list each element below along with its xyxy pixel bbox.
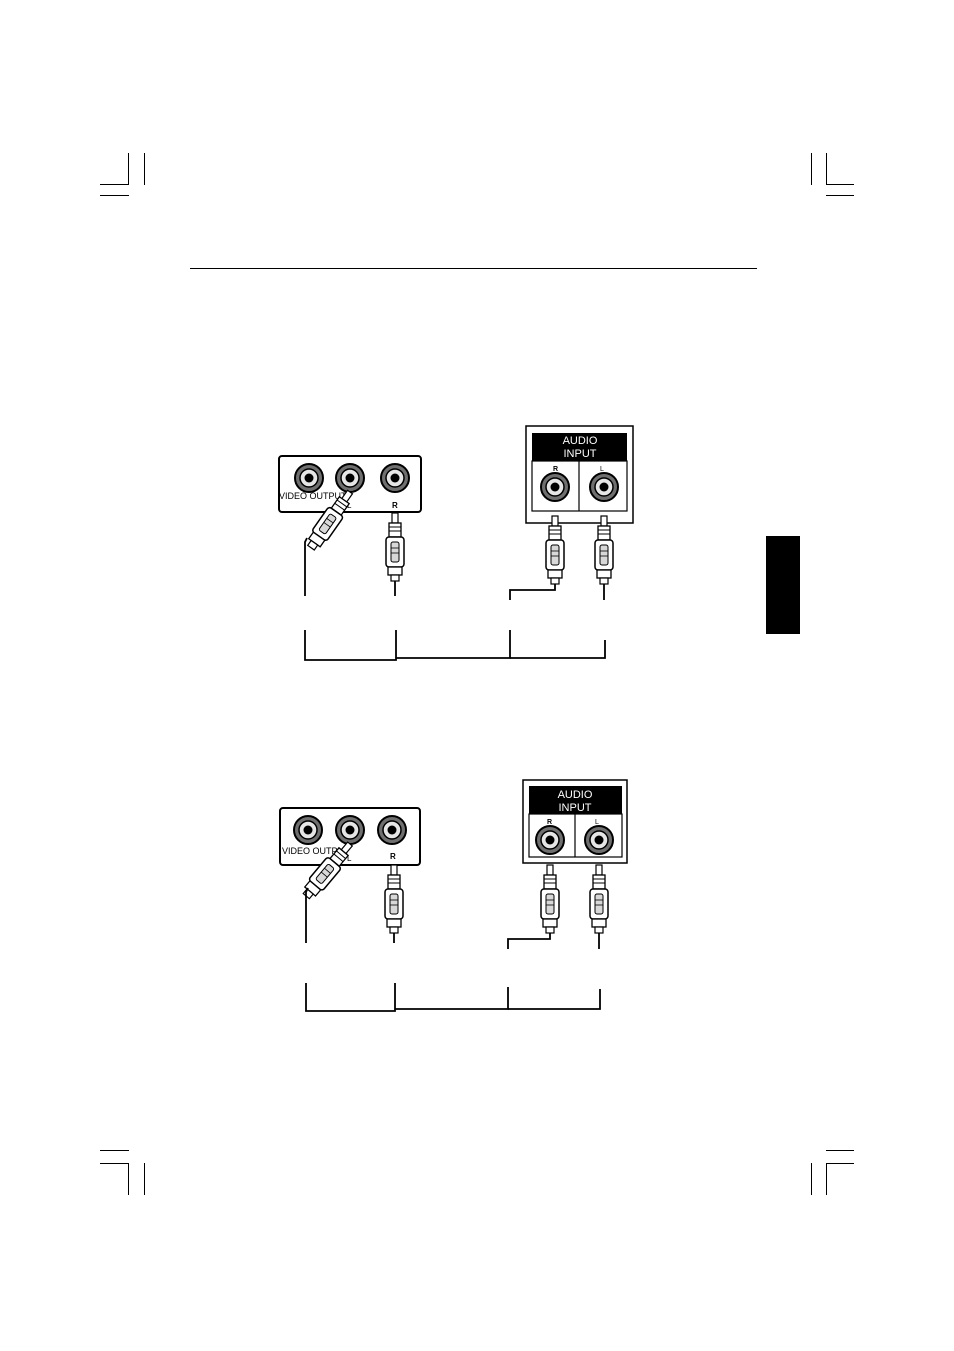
plug-target-left: [589, 864, 609, 934]
crop-mark-top-left-v1: [128, 153, 129, 185]
source-jack-video: [293, 815, 323, 845]
source-output-label: VIDEO OUTPUT: [279, 491, 347, 501]
crop-mark-bottom-right-v2: [826, 1163, 827, 1195]
target-left-label: L: [595, 819, 599, 826]
crop-mark-bottom-left-h2: [100, 1163, 129, 1164]
crop-mark-bottom-left-h1: [100, 1150, 129, 1151]
source-jack-left: [335, 815, 365, 845]
connection-diagram-1: VIDEO OUTPUT L R AUDIO INPUT R L: [270, 420, 650, 670]
target-jack-right: [535, 825, 565, 855]
source-jack-right: [380, 463, 410, 493]
target-jack-right: [540, 472, 570, 502]
header-rule: [190, 268, 757, 269]
plug-target-right: [545, 515, 565, 585]
cables: [304, 537, 606, 661]
crop-mark-bottom-right-h2: [826, 1163, 854, 1164]
source-jack-right: [377, 815, 407, 845]
plug-source-right: [384, 864, 404, 934]
crop-mark-bottom-right-v1: [811, 1163, 812, 1195]
source-right-label: R: [392, 501, 398, 510]
target-panel-header: [532, 433, 627, 461]
crop-mark-top-right-v2: [826, 153, 827, 185]
crop-mark-top-left-h2: [100, 195, 129, 196]
plug-source-right: [385, 512, 405, 582]
target-right-label: R: [547, 819, 552, 826]
crop-mark-bottom-left-v2: [144, 1163, 145, 1195]
target-title-line1: AUDIO: [558, 789, 593, 801]
target-title-line1: AUDIO: [563, 435, 598, 447]
crop-mark-top-left-h1: [100, 184, 129, 185]
crop-mark-bottom-right-h1: [826, 1150, 854, 1151]
crop-mark-top-right-v1: [811, 153, 812, 185]
source-jack-left: [335, 463, 365, 493]
target-panel-header: [529, 786, 622, 814]
connection-diagram-2: VIDEO OUTPUT L R AUDIO INPUT R L: [270, 775, 650, 1020]
plug-target-right: [540, 864, 560, 934]
target-left-label: L: [600, 466, 604, 473]
crop-mark-bottom-left-v1: [128, 1163, 129, 1195]
source-jack-video: [294, 463, 324, 493]
source-left-label: L: [347, 854, 352, 863]
cables: [305, 887, 601, 1012]
target-jack-left: [584, 825, 614, 855]
target-title-line2: INPUT: [559, 802, 592, 814]
crop-mark-top-right-h2: [826, 195, 854, 196]
crop-mark-top-left-v2: [144, 153, 145, 185]
target-right-label: R: [553, 466, 558, 473]
source-left-label: L: [347, 501, 352, 510]
target-title-line2: INPUT: [564, 448, 597, 460]
section-tab: [766, 536, 800, 634]
source-right-label: R: [390, 852, 396, 861]
target-jack-left: [589, 472, 619, 502]
plug-target-left: [594, 515, 614, 585]
source-output-label: VIDEO OUTPUT: [282, 846, 350, 856]
crop-mark-top-right-h1: [826, 184, 854, 185]
